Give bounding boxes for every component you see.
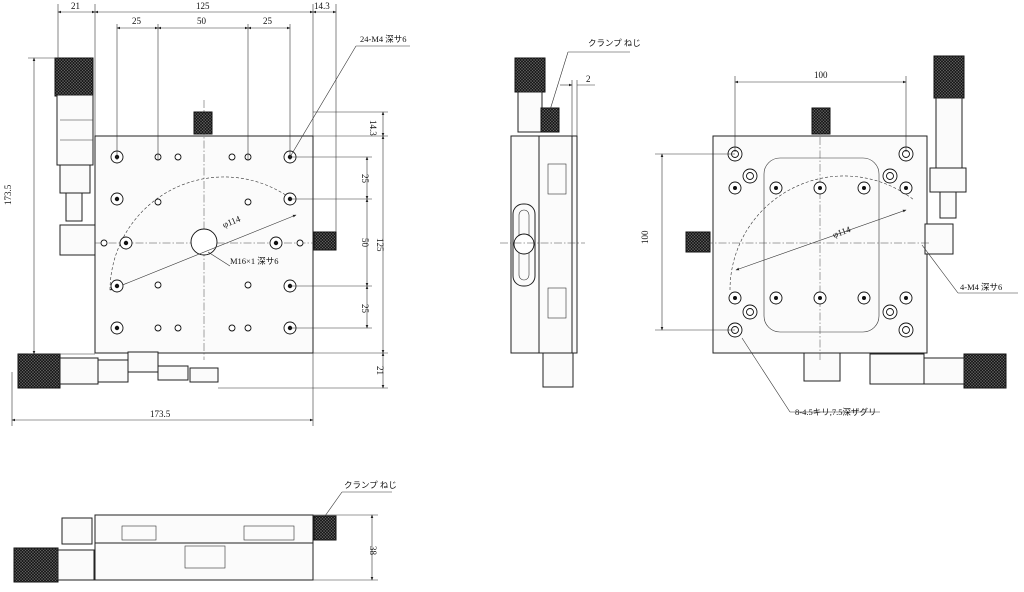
small-hole [154, 281, 162, 289]
hole-center [904, 296, 908, 300]
micrometer-bottom-left [17, 351, 219, 389]
hole-center [774, 296, 778, 300]
counterbore-inner [902, 326, 910, 334]
small-hole [154, 198, 162, 206]
dim-top-14-3: 14.3 [314, 1, 330, 11]
hole-center [818, 296, 822, 300]
small-hole [100, 239, 108, 247]
dim-top-25a: 25 [132, 16, 142, 26]
tapped-hole-center [123, 240, 129, 246]
dim-top-25b: 25 [263, 16, 273, 26]
dim-right-25a: 25 [360, 174, 370, 184]
center-hole-m16 [190, 228, 218, 256]
dim-top-50: 50 [197, 16, 207, 26]
tapped-hole-center [114, 283, 120, 289]
counterbore-callout: 8-4.5キリ,7.5深ザグリ [795, 407, 876, 417]
hole-center [733, 296, 737, 300]
clamp-screw-callout-side: クランプ ねじ [588, 38, 641, 48]
top-view: φ114 M16×1 深サ6 24-M4 深サ6 21 125 14.3 25 … [3, 1, 410, 426]
counterbore-inner [886, 308, 894, 316]
hole-center [774, 186, 778, 190]
small-hole [244, 198, 252, 206]
dim-top-21: 21 [71, 1, 80, 11]
dim-right-25b: 25 [360, 304, 370, 314]
tapped-holes-callout: 24-M4 深サ6 [360, 34, 407, 44]
hole-center [904, 186, 908, 190]
small-hole [228, 324, 236, 332]
hole-center [733, 186, 737, 190]
holes-right [727, 146, 914, 338]
small-hole [174, 153, 182, 161]
small-hole [244, 324, 252, 332]
side-view: 2 クランプ ねじ [500, 38, 641, 388]
counterbore-inner [746, 172, 754, 180]
dim-top-125: 125 [196, 1, 210, 11]
small-hole [174, 324, 182, 332]
hole-center [862, 186, 866, 190]
hole-center [818, 186, 822, 190]
micrometer-top-left [54, 57, 96, 256]
counterbore-inner [746, 308, 754, 316]
small-hole [154, 324, 162, 332]
small-hole [244, 281, 252, 289]
bottom-view: φ114 100 100 4-M4 深サ6 8-4.5キリ,7.5深ザグリ [640, 55, 1018, 417]
dim-front-38: 38 [368, 546, 378, 556]
dim-right-50: 50 [360, 238, 370, 248]
center-hole-callout: M16×1 深サ6 [230, 256, 278, 266]
dim-right-21: 21 [375, 366, 385, 375]
tapped-hole-center [114, 196, 120, 202]
dim-side-2: 2 [586, 74, 591, 84]
front-view: 38 クランプ ねじ [13, 480, 397, 583]
tapped-4-callout: 4-M4 深サ6 [960, 282, 1002, 292]
clamp-knob-top [193, 111, 213, 135]
tapped-hole-center [273, 240, 279, 246]
small-hole [228, 153, 236, 161]
dim-right-14-3: 14.3 [368, 120, 378, 136]
tapped-hole-center [114, 325, 120, 331]
dim-bottom-173-5: 173.5 [150, 409, 171, 419]
small-hole [296, 239, 304, 247]
hole-center [862, 296, 866, 300]
dim-right-125: 125 [375, 238, 385, 252]
clamp-knob-right [313, 231, 337, 251]
counterbore-inner [886, 172, 894, 180]
dim-left-173-5: 173.5 [3, 184, 13, 205]
dim-right-view-100-h: 100 [814, 70, 828, 80]
clamp-screw-callout-front: クランプ ねじ [344, 480, 397, 490]
dim-right-view-100-v: 100 [640, 230, 650, 244]
